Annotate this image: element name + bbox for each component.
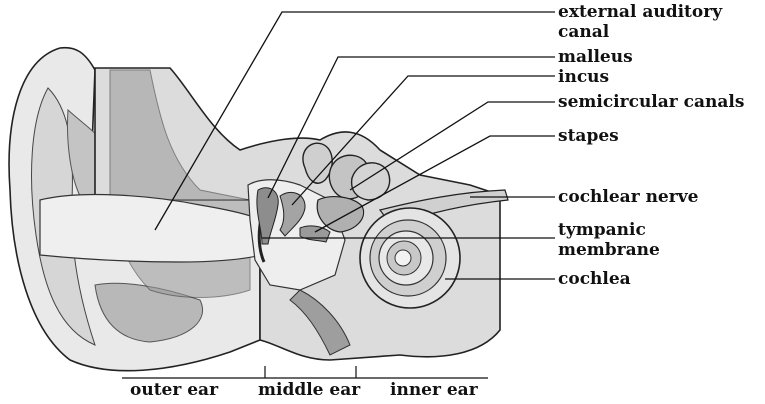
region-axis [122, 366, 488, 378]
label-incus: incus [558, 67, 609, 87]
label-malleus: malleus [558, 47, 633, 67]
label-semicircular-canals: semicircular canals [558, 92, 744, 112]
cochlea-shape [360, 208, 460, 308]
region-inner-ear: inner ear [390, 380, 478, 400]
label-tympanic-membrane-line1: tympanic [558, 220, 660, 240]
region-outer-ear: outer ear [130, 380, 218, 400]
label-external-auditory-canal: external auditory canal [558, 2, 722, 42]
label-external-auditory-canal-line1: external auditory [558, 2, 722, 22]
label-cochlea: cochlea [558, 269, 631, 289]
label-stapes: stapes [558, 126, 619, 146]
label-cochlear-nerve: cochlear nerve [558, 187, 698, 207]
label-tympanic-membrane: tympanic membrane [558, 220, 660, 260]
region-middle-ear: middle ear [258, 380, 360, 400]
label-tympanic-membrane-line2: membrane [558, 240, 660, 260]
label-external-auditory-canal-line2: canal [558, 22, 722, 42]
